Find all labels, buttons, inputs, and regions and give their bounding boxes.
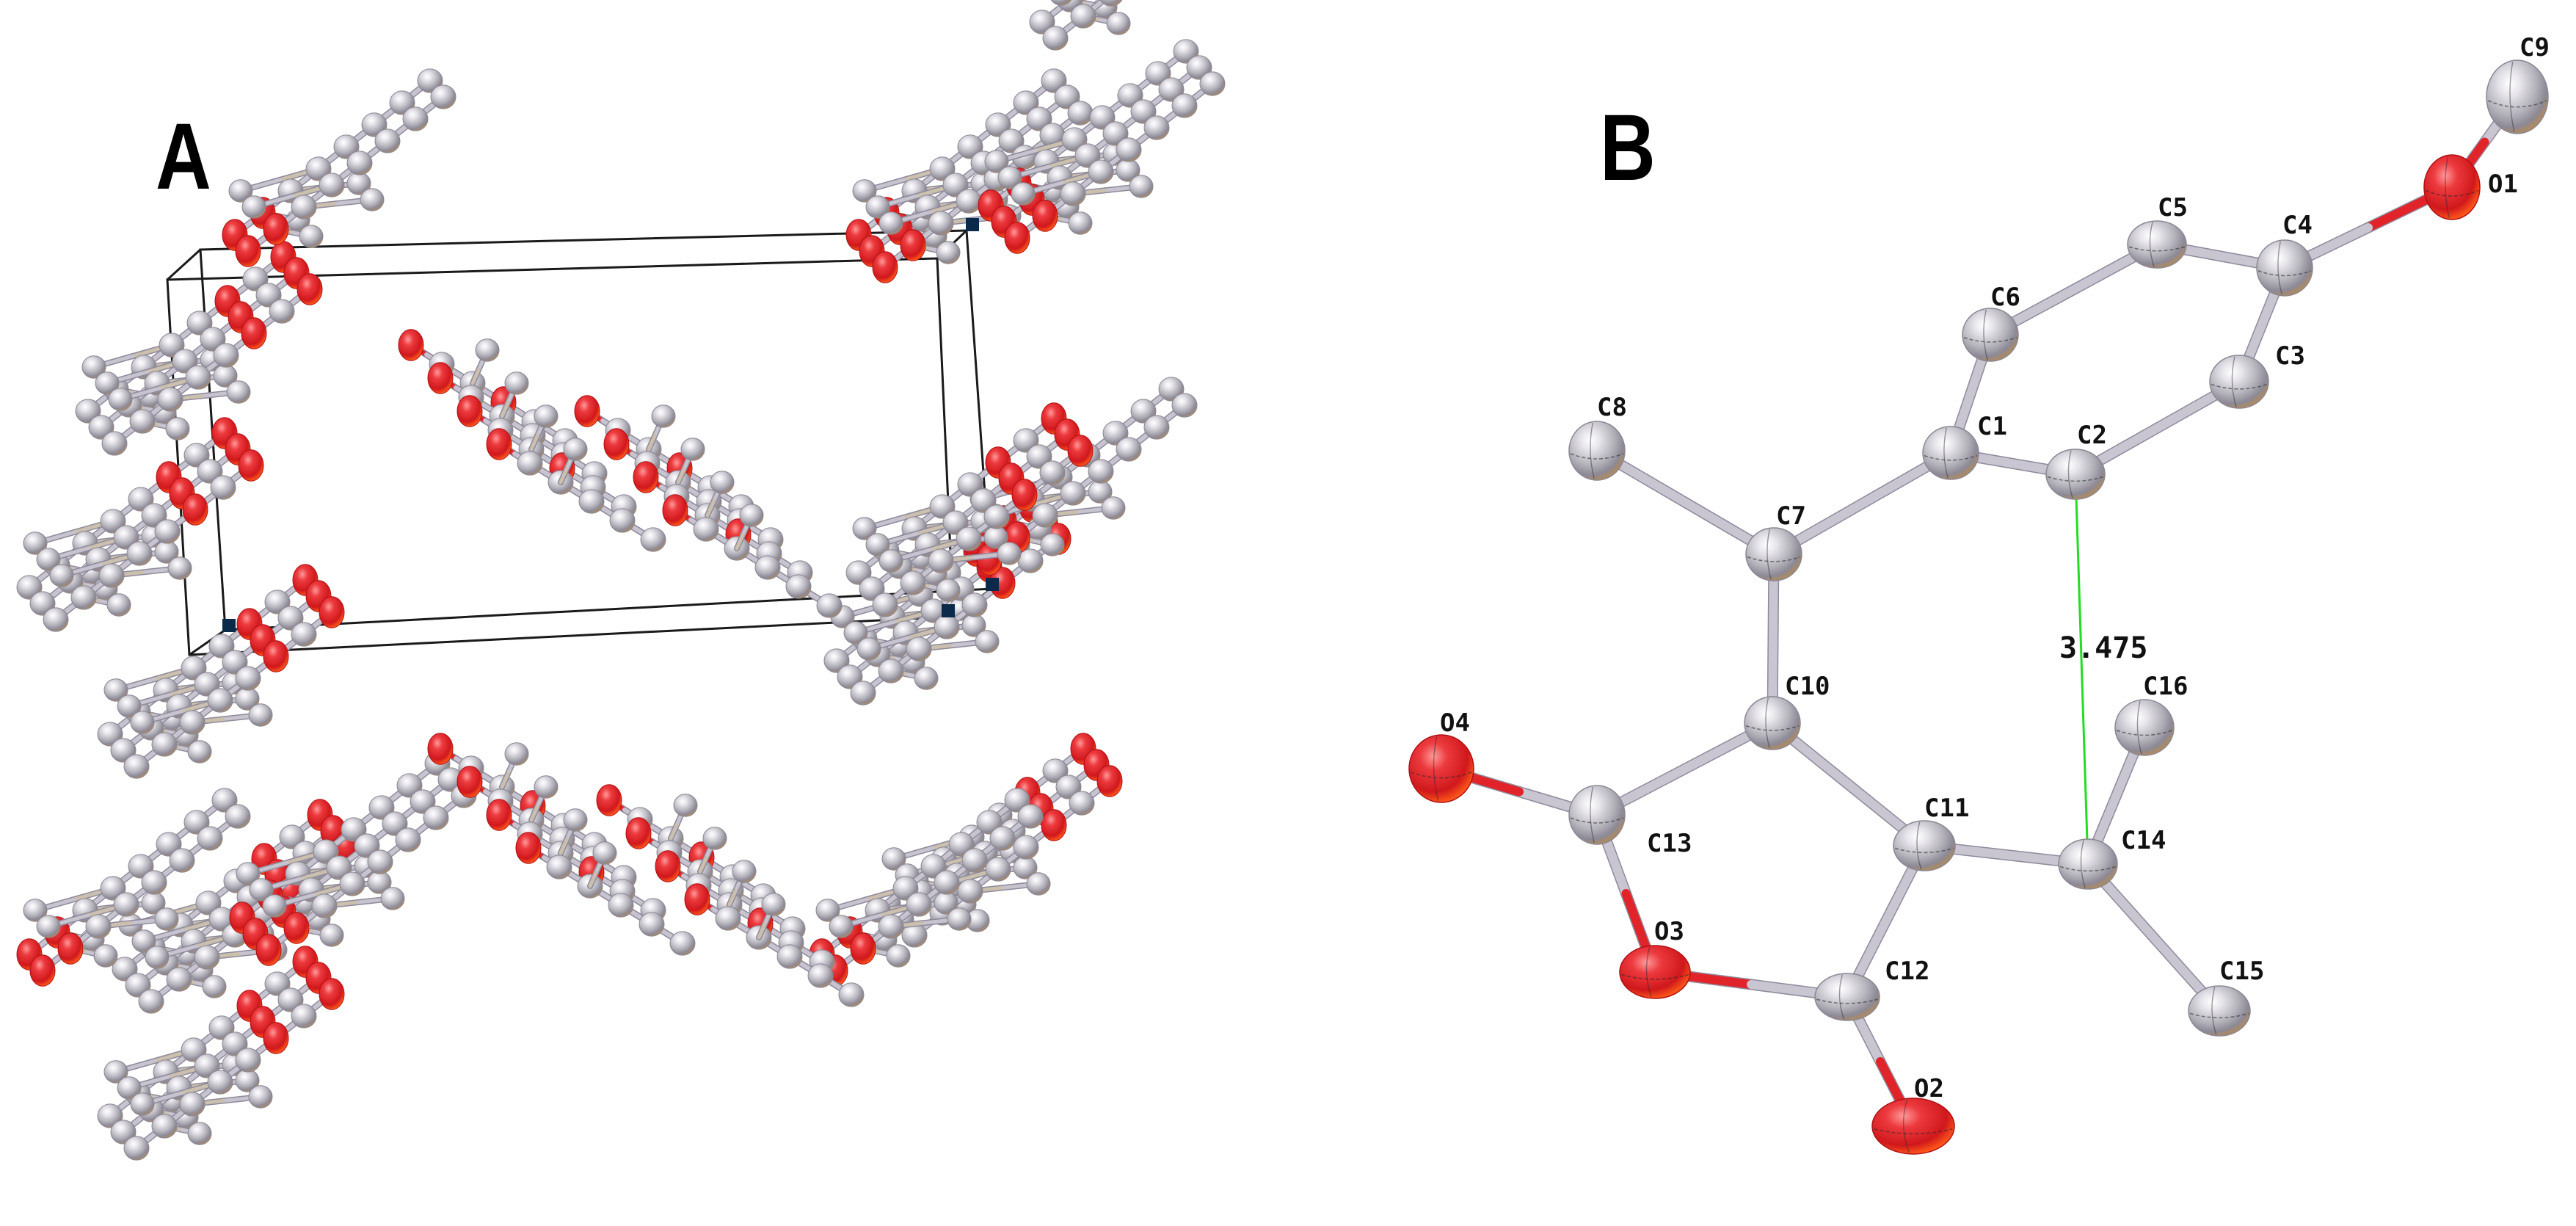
atom-c11 (1893, 820, 1956, 871)
atom-c9 (2486, 59, 2549, 134)
atom-label-o4: O4 (1440, 708, 1470, 738)
atom-c16 (2114, 699, 2175, 756)
atom-label-c2: C2 (2077, 421, 2107, 450)
atom-label-o1: O1 (2488, 170, 2518, 199)
panel-label-a: A (156, 104, 211, 209)
contact-line (2074, 474, 2089, 865)
contact-distance-line: 3.475 (2059, 474, 2147, 865)
atom-label-c13: C13 (1647, 829, 1692, 858)
atom-label-c4: C4 (2282, 211, 2313, 240)
atom-label-c1: C1 (1977, 412, 2007, 441)
unit-cell-axis-markers (222, 218, 999, 632)
atom-label-c5: C5 (2158, 193, 2188, 222)
atom-label-c3: C3 (2275, 341, 2305, 371)
atom-c14 (2058, 838, 2118, 890)
atom-c12 (1814, 973, 1880, 1021)
atom-o2 (1871, 1098, 1955, 1155)
panel-label-b: B (1600, 95, 1656, 200)
atom-c6 (1962, 308, 2019, 362)
atom-label-c10: C10 (1785, 672, 1830, 701)
axis-marker-a (986, 578, 999, 591)
atom-c10 (1744, 696, 1801, 750)
atom-label-c6: C6 (1990, 283, 2020, 312)
panel-a-packing-diagram (16, 0, 1226, 1161)
atom-label-c14: C14 (2121, 826, 2166, 855)
atom-c13 (1568, 785, 1626, 845)
atom-c8 (1568, 421, 1626, 481)
atom-c2 (2045, 449, 2106, 500)
atom-c4 (2256, 239, 2313, 297)
atom-label-c9: C9 (2519, 33, 2550, 62)
atom-c7 (1745, 527, 1802, 581)
atom-label-c15: C15 (2219, 957, 2264, 986)
atom-o1 (2423, 154, 2481, 220)
atom-set (1408, 59, 2549, 1155)
atom-c3 (2209, 355, 2269, 409)
atom-label-c8: C8 (1597, 393, 1627, 422)
axis-marker-o (222, 619, 236, 632)
atom-o4 (1408, 734, 1474, 803)
packed-molecules (16, 0, 1226, 1161)
axis-marker-b (966, 218, 979, 231)
atom-label-c11: C11 (1924, 794, 1969, 823)
contact-distance-label: 3.475 (2059, 631, 2147, 665)
atom-label-c12: C12 (1885, 957, 1929, 986)
atom-label-o3: O3 (1654, 917, 1684, 946)
atom-c1 (1922, 426, 1979, 480)
atom-c5 (2127, 220, 2187, 269)
atom-label-c16: C16 (2143, 672, 2188, 701)
atom-label-c7: C7 (1776, 501, 1806, 531)
bond-set (1436, 91, 2523, 1132)
atom-label-o2: O2 (1914, 1074, 1944, 1103)
axis-marker-c (942, 604, 955, 617)
atom-o3 (1619, 945, 1691, 999)
atom-c15 (2188, 985, 2251, 1037)
